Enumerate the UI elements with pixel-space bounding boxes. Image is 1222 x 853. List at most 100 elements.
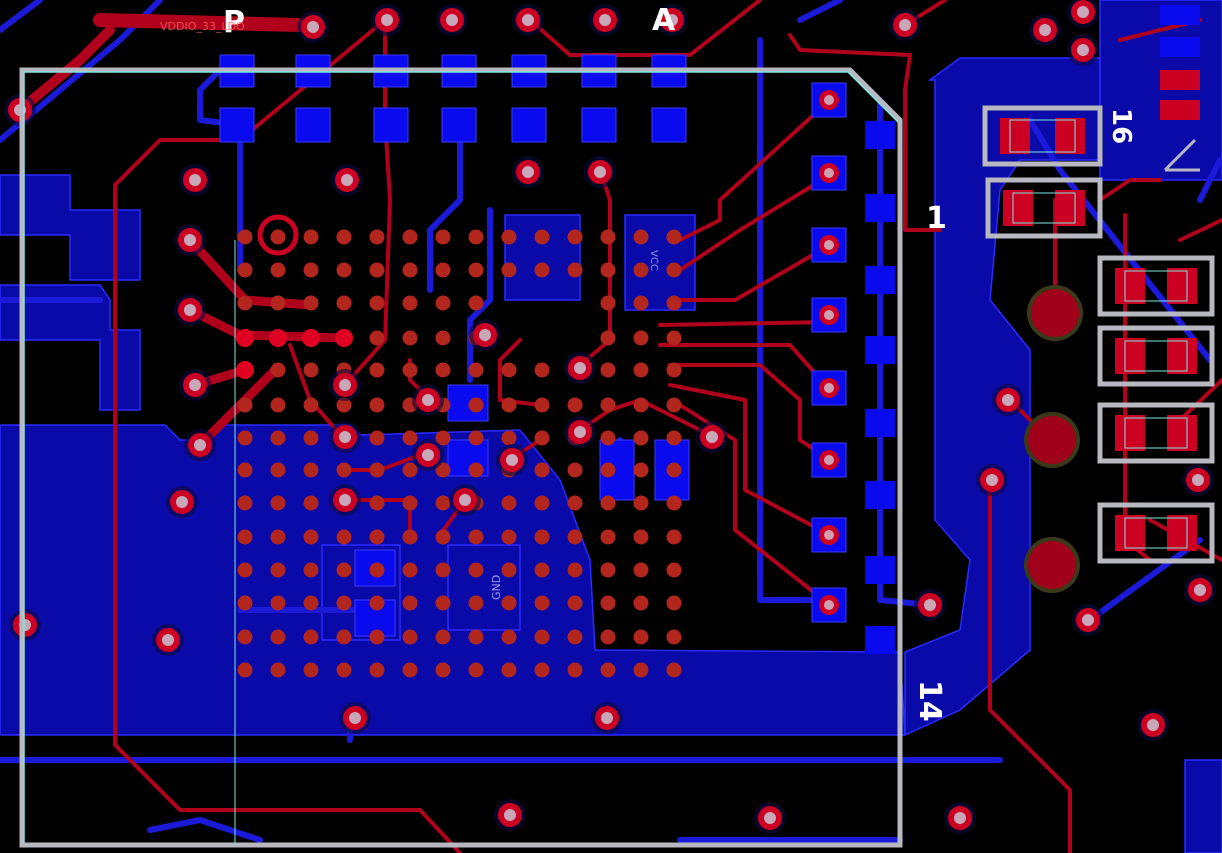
bga-ball xyxy=(435,629,451,645)
through-hole-pads xyxy=(257,214,1083,593)
bga-ball xyxy=(600,229,616,245)
passives xyxy=(982,5,1215,564)
bga-ball xyxy=(303,529,319,545)
bga-ball xyxy=(369,330,385,346)
via-drill xyxy=(899,19,911,31)
bga-ball xyxy=(336,295,352,311)
bga-ball xyxy=(270,229,286,245)
bga-ball xyxy=(402,295,418,311)
capacitor-c3[interactable] xyxy=(1097,402,1215,464)
bga-ball xyxy=(237,397,253,413)
bga-ball xyxy=(666,262,682,278)
bga-ball xyxy=(402,529,418,545)
bga-ball xyxy=(567,262,583,278)
bga-ball xyxy=(435,295,451,311)
bottom-smd-pad xyxy=(219,107,255,143)
bga-ball xyxy=(633,430,649,446)
resistor-r2[interactable] xyxy=(985,177,1103,239)
bga-ball xyxy=(336,262,352,278)
bga-ball xyxy=(633,462,649,478)
bga-ball xyxy=(435,362,451,378)
bga-ball xyxy=(633,495,649,511)
bga-ball xyxy=(600,562,616,578)
bga-ball xyxy=(369,629,385,645)
bga-ball xyxy=(402,562,418,578)
capacitor-c1[interactable] xyxy=(1097,255,1215,317)
bga-ball xyxy=(600,629,616,645)
bottom-pour-gnd-block xyxy=(447,544,521,631)
capacitor-c4[interactable] xyxy=(1097,502,1215,564)
capacitor-c2[interactable] xyxy=(1097,325,1215,387)
bga-ball xyxy=(567,462,583,478)
via-drill xyxy=(1192,474,1204,486)
bga-ball xyxy=(435,262,451,278)
bga-ball xyxy=(468,229,484,245)
bga-ball xyxy=(666,595,682,611)
bga-ball xyxy=(369,397,385,413)
bga-ball xyxy=(402,330,418,346)
bga-ball xyxy=(336,397,352,413)
bga-ball xyxy=(270,430,286,446)
bga-ball xyxy=(270,397,286,413)
bga-ball xyxy=(336,629,352,645)
net-label-vcc: VCC xyxy=(648,250,659,271)
bga-ball xyxy=(666,362,682,378)
bga-ball xyxy=(567,529,583,545)
bga-ball xyxy=(270,662,286,678)
bga-ball xyxy=(501,430,517,446)
bga-ball xyxy=(435,562,451,578)
via-drill xyxy=(1077,44,1089,56)
bga-ball xyxy=(237,262,253,278)
via-drill xyxy=(1077,6,1089,18)
connector-pad-drill xyxy=(824,240,834,250)
bga-ball xyxy=(336,529,352,545)
bga-ball xyxy=(633,629,649,645)
bga-ball xyxy=(534,495,550,511)
via-drill xyxy=(459,494,471,506)
bga-ball xyxy=(534,229,550,245)
connector-pad-bottom xyxy=(865,409,895,437)
bga-ball xyxy=(600,662,616,678)
bga-ball xyxy=(335,329,353,347)
bga-ball xyxy=(600,529,616,545)
bga-ball-array xyxy=(236,229,682,678)
bga-ball xyxy=(369,229,385,245)
via-drill xyxy=(986,474,998,486)
bga-ball xyxy=(369,430,385,446)
bga-ball xyxy=(435,595,451,611)
via-drill xyxy=(506,454,518,466)
connector-pad-drill xyxy=(824,530,834,540)
bga-ball xyxy=(303,362,319,378)
bottom-pour-center-top xyxy=(504,214,581,301)
bga-ball xyxy=(567,495,583,511)
via-drill xyxy=(504,809,516,821)
via-drill xyxy=(594,166,606,178)
bga-ball xyxy=(600,330,616,346)
net-label-top-left: VDDIO_33_LDO xyxy=(160,20,245,33)
bga-ball xyxy=(270,562,286,578)
bga-ball xyxy=(369,495,385,511)
resistor-r1[interactable] xyxy=(982,105,1103,167)
connector-pad-bottom xyxy=(865,626,895,654)
bga-ball xyxy=(666,629,682,645)
bga-ball xyxy=(534,362,550,378)
via-drill xyxy=(381,14,393,26)
bga-ball xyxy=(336,562,352,578)
via-drill xyxy=(1002,394,1014,406)
via-drill xyxy=(924,599,936,611)
via-drill xyxy=(1194,584,1206,596)
bga-ball xyxy=(633,662,649,678)
connector-pad-drill xyxy=(824,600,834,610)
bga-ball xyxy=(303,629,319,645)
bga-ball xyxy=(237,229,253,245)
bga-ball xyxy=(303,397,319,413)
bga-ball xyxy=(369,262,385,278)
bga-ball xyxy=(237,595,253,611)
bga-ball xyxy=(237,462,253,478)
bga-ball xyxy=(336,462,352,478)
via-drill xyxy=(341,174,353,186)
bga-ball xyxy=(237,562,253,578)
bga-ball xyxy=(369,362,385,378)
bga-ball xyxy=(468,629,484,645)
